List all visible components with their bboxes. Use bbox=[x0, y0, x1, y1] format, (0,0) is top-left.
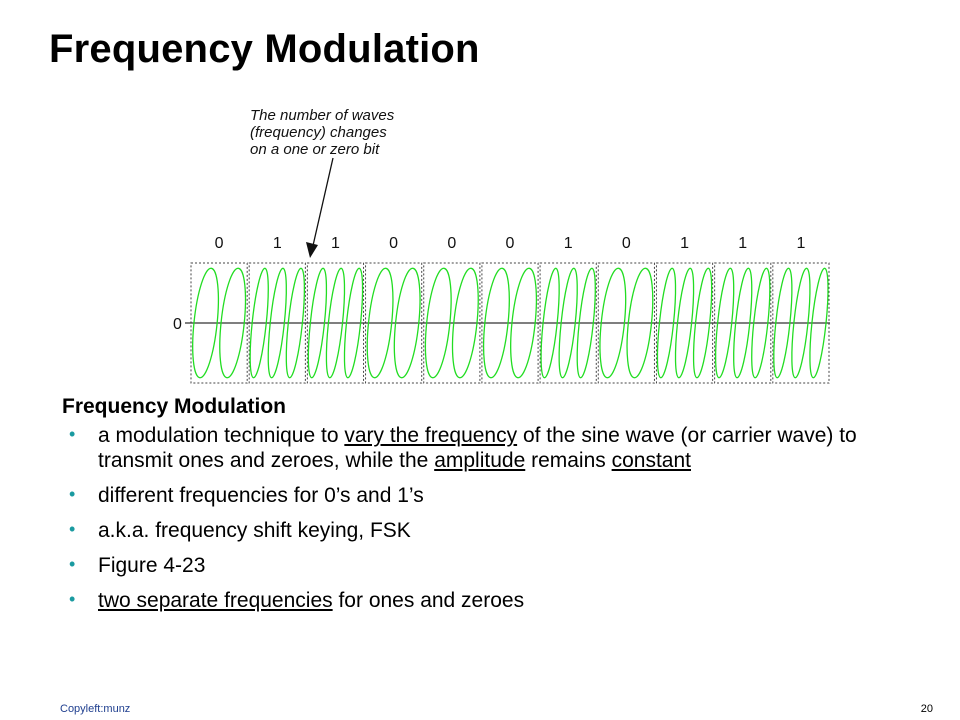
wave-cycle bbox=[482, 267, 510, 379]
bullet-icon: • bbox=[69, 484, 76, 504]
bullet-text: remains bbox=[525, 449, 612, 472]
bullet-icon: • bbox=[69, 424, 76, 444]
wave-cycle bbox=[540, 267, 560, 379]
wave-cycle bbox=[674, 267, 695, 379]
wave-cycle bbox=[267, 267, 287, 379]
figure-caption-line-1: The number of waves bbox=[250, 107, 395, 124]
wave-cycle bbox=[285, 267, 306, 379]
bit-label: 0 bbox=[622, 235, 631, 252]
body-subheading: Frequency Modulation bbox=[62, 395, 287, 418]
slide-body: Frequency Modulation • a modulation tech… bbox=[62, 395, 922, 623]
bullet-text: Figure 4-23 bbox=[98, 554, 206, 577]
bit-label: 0 bbox=[447, 235, 456, 252]
bullet-list: • a modulation technique to vary the fre… bbox=[62, 423, 922, 613]
bullet-item-frequencies: • different frequencies for 0’s and 1’s bbox=[62, 483, 922, 508]
wave-cycle bbox=[576, 267, 596, 379]
bit-label: 1 bbox=[273, 235, 282, 252]
wave-cycle bbox=[307, 267, 328, 379]
wave-cycle bbox=[733, 267, 753, 379]
wave-cycle bbox=[192, 267, 220, 379]
bit-label: 1 bbox=[564, 235, 573, 252]
bit-label: 1 bbox=[796, 235, 805, 252]
figure-caption-line-3: on a one or zero bit bbox=[250, 141, 380, 158]
wave-cycle bbox=[366, 267, 394, 379]
bullet-icon: • bbox=[69, 589, 76, 609]
bullet-text: a modulation technique to bbox=[98, 424, 345, 447]
wave-cycle bbox=[692, 267, 713, 379]
wave-cycle bbox=[249, 267, 269, 379]
wave-cycle bbox=[558, 267, 578, 379]
wave-cycle bbox=[451, 267, 479, 379]
bullet-item-definition: • a modulation technique to vary the fre… bbox=[62, 423, 922, 473]
underlined-two-frequencies: two separate frequencies bbox=[98, 589, 333, 612]
bit-label: 0 bbox=[215, 235, 224, 252]
page-number: 20 bbox=[920, 703, 933, 715]
wave-cycle bbox=[424, 267, 452, 379]
bit-label: 1 bbox=[738, 235, 747, 252]
bullet-text: a.k.a. frequency shift keying, FSK bbox=[98, 519, 411, 542]
wave-cycle bbox=[219, 267, 247, 379]
wave-cycle bbox=[791, 267, 811, 379]
wave-cycle bbox=[393, 267, 421, 379]
bullet-text: of the sine wave (or carrier wave) to tr… bbox=[98, 424, 857, 472]
zero-axis-label: 0 bbox=[173, 316, 182, 333]
bit-labels: 0 1 1 0 0 0 1 0 1 1 1 bbox=[215, 235, 806, 252]
underlined-constant: constant bbox=[611, 449, 691, 472]
bit-label: 1 bbox=[331, 235, 340, 252]
wave-cycle bbox=[714, 267, 735, 379]
footer-copyleft: Copyleft:munz bbox=[60, 703, 131, 715]
wave-cycle bbox=[773, 267, 793, 379]
wave-cycle bbox=[599, 267, 627, 379]
bullet-item-aka: • a.k.a. frequency shift keying, FSK bbox=[62, 518, 922, 543]
bullet-item-two-frequencies: • two separate frequencies for ones and … bbox=[62, 588, 922, 613]
figure-caption-line-2: (frequency) changes bbox=[250, 124, 387, 141]
wave-cycle bbox=[656, 267, 677, 379]
fsk-figure: The number of waves (frequency) changes … bbox=[160, 100, 860, 390]
wave-cycle bbox=[809, 267, 829, 379]
wave-cycle bbox=[343, 267, 364, 379]
bit-label: 1 bbox=[680, 235, 689, 252]
bullet-item-figure: • Figure 4-23 bbox=[62, 553, 922, 578]
wave-cycle bbox=[325, 267, 346, 379]
wave-cycle bbox=[751, 267, 771, 379]
bit-label: 0 bbox=[389, 235, 398, 252]
pointer-arrow-line bbox=[311, 157, 334, 251]
bullet-icon: • bbox=[69, 519, 76, 539]
bullet-text: for ones and zeroes bbox=[332, 589, 525, 612]
bit-label: 0 bbox=[506, 235, 515, 252]
bullet-icon: • bbox=[69, 554, 76, 574]
underlined-vary-frequency: vary the frequency bbox=[344, 424, 518, 447]
slide-title: Frequency Modulation bbox=[49, 27, 480, 71]
fsk-diagram: The number of waves (frequency) changes … bbox=[173, 107, 830, 384]
wave-cycle bbox=[510, 267, 538, 379]
pointer-arrow-head bbox=[306, 242, 318, 258]
wave-cycle bbox=[626, 267, 654, 379]
bullet-text: different frequencies for 0’s and 1’s bbox=[98, 484, 424, 507]
underlined-amplitude: amplitude bbox=[434, 449, 526, 472]
fm-waveform bbox=[192, 267, 829, 379]
